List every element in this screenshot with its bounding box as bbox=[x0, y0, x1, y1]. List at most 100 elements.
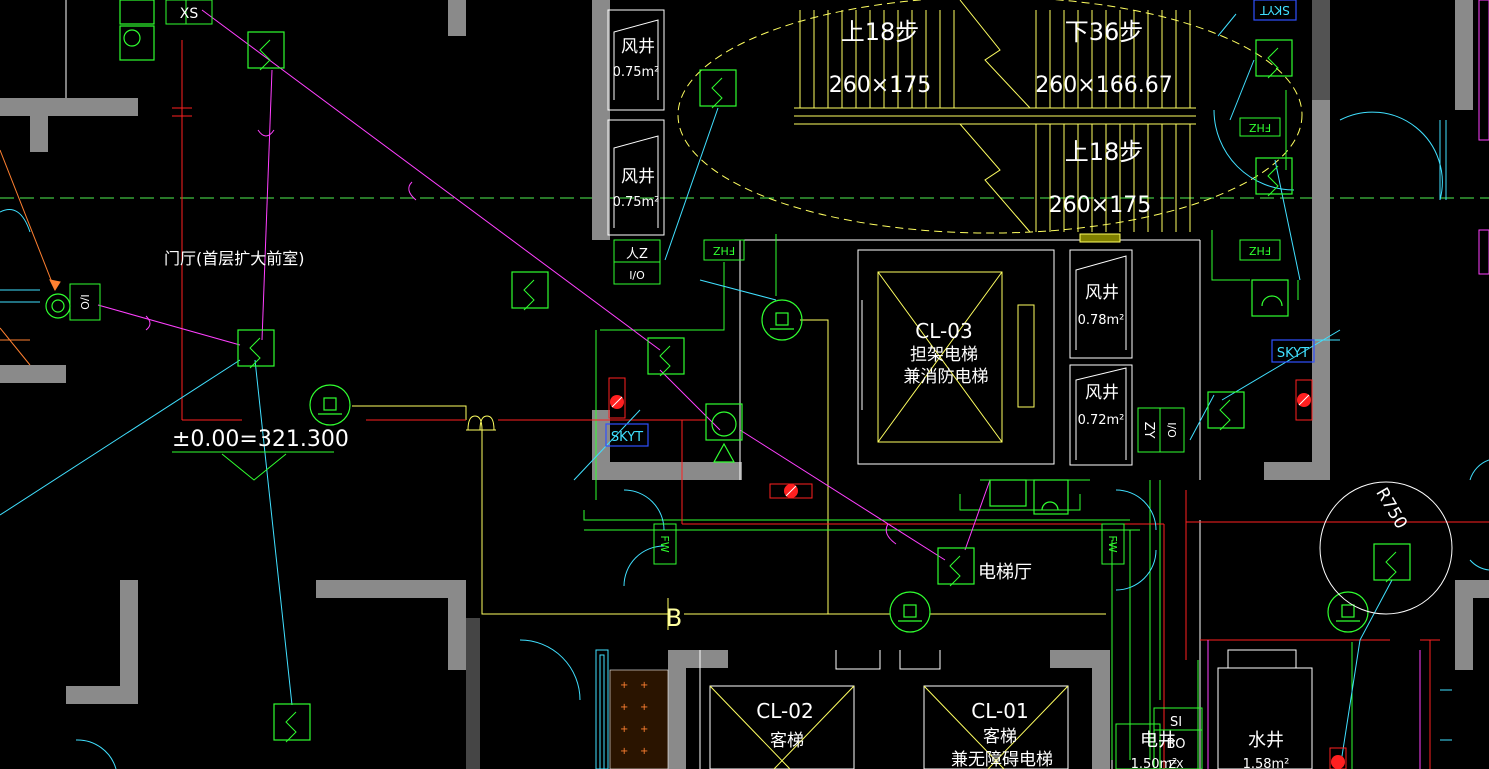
red-wiring bbox=[172, 40, 1489, 769]
yellow-wiring bbox=[352, 319, 1106, 630]
elev-cl01-desc1: 客梯 bbox=[983, 727, 1017, 747]
water-shaft-label: 水井 bbox=[1248, 730, 1284, 751]
shaft-3-area: 0.78m² bbox=[1078, 313, 1125, 328]
bell-icon bbox=[466, 415, 496, 431]
stair-up-1-dim: 260×175 bbox=[829, 73, 931, 98]
svg-text:+: + bbox=[620, 702, 628, 713]
detector-icon bbox=[273, 703, 311, 743]
shaft-4-label: 风井 bbox=[1085, 383, 1119, 403]
elev-cl01-desc2: 兼无障碍电梯 bbox=[951, 750, 1053, 769]
alarm-button-icon bbox=[1295, 379, 1313, 421]
alarm-button-icon bbox=[608, 377, 626, 419]
detector-icon bbox=[511, 271, 549, 311]
cyan-wiring bbox=[0, 13, 1489, 769]
skyt-right-label: SKYT bbox=[1277, 346, 1309, 361]
svg-text:+: + bbox=[620, 724, 628, 735]
speaker-icon bbox=[761, 299, 803, 341]
stair-down-label: 下36步 bbox=[1065, 18, 1144, 46]
svg-text:+: + bbox=[640, 702, 648, 713]
door-hall-label: 门厅(首层扩大前室) bbox=[164, 249, 305, 268]
fw-right-label: FW bbox=[1106, 535, 1119, 552]
shaft-2-area: 0.75m² bbox=[613, 195, 660, 210]
xs-label: XS bbox=[180, 6, 199, 22]
detector-icon bbox=[1255, 157, 1293, 197]
structure-lines bbox=[65, 0, 1313, 769]
svg-text:+: + bbox=[640, 680, 648, 691]
speaker-icon bbox=[119, 0, 155, 25]
elev-cl03-desc1: 担架电梯 bbox=[910, 345, 978, 365]
rz-label: 人Z bbox=[626, 247, 648, 262]
stair-down-dim: 260×166.67 bbox=[1035, 73, 1172, 98]
detector-icon bbox=[647, 337, 685, 377]
svg-text:+: + bbox=[640, 746, 648, 757]
elevator-hall-label: 电梯厅 bbox=[978, 562, 1032, 583]
bo-label: BO bbox=[1167, 737, 1186, 752]
fhz-mid-label: FHZ bbox=[1248, 121, 1271, 134]
stair-up-2-dim: 260×175 bbox=[1049, 193, 1151, 218]
svg-text:+: + bbox=[640, 724, 648, 735]
green-wiring bbox=[185, 0, 1353, 769]
tag-boxes bbox=[69, 0, 1281, 769]
skyt-left-label: SKYT bbox=[611, 430, 643, 445]
shaft-3-label: 风井 bbox=[1085, 283, 1119, 303]
elev-cl03-desc2: 兼消防电梯 bbox=[904, 367, 989, 387]
fw-left-label: FW bbox=[658, 535, 671, 552]
shaft-1-label: 风井 bbox=[621, 37, 655, 57]
staircase bbox=[677, 0, 1303, 243]
r750-label: R750 bbox=[1371, 484, 1410, 532]
io-hall-label: I/O bbox=[78, 294, 91, 310]
elevator-cl03 bbox=[861, 271, 1035, 443]
detector-icon bbox=[1373, 543, 1411, 583]
elev-cl02-desc: 客梯 bbox=[770, 731, 804, 751]
shaft-marks bbox=[613, 19, 1127, 460]
elec-area-label: 1.50m² bbox=[1131, 757, 1178, 769]
alarm-button-icon bbox=[1329, 747, 1347, 769]
detector-icon bbox=[237, 329, 275, 369]
fhz-top-label: FHZ bbox=[712, 244, 735, 257]
skyt-top-label: SKYT bbox=[1259, 3, 1289, 17]
speaker-icon bbox=[989, 479, 1027, 507]
zx-label: ZX bbox=[1168, 758, 1184, 769]
detector-icon bbox=[1207, 391, 1245, 431]
magenta-wiring bbox=[97, 0, 1489, 769]
detector-icon bbox=[699, 69, 737, 109]
fhz-bottom-label: FHZ bbox=[1248, 244, 1271, 257]
elevator-cl01 bbox=[923, 685, 1069, 769]
shaft-1-area: 0.75m² bbox=[613, 65, 660, 80]
stair-up-2-label: 上18步 bbox=[1065, 138, 1144, 166]
detector-icon bbox=[937, 547, 975, 587]
water-area-label: 1.58m² bbox=[1243, 757, 1290, 769]
detector-icon bbox=[1255, 39, 1293, 79]
speaker-icon bbox=[309, 384, 351, 426]
elev-cl01-label: CL-01 bbox=[971, 699, 1028, 723]
speakers bbox=[45, 0, 1369, 633]
patterned-floor: + + + + + + + + bbox=[609, 669, 669, 769]
stair-up-1-label: 上18步 bbox=[841, 18, 920, 46]
svg-text:+: + bbox=[620, 680, 628, 691]
elevation-label: ±0.00=321.300 bbox=[172, 427, 349, 452]
speaker-icon bbox=[705, 403, 743, 463]
speaker-icon bbox=[1327, 591, 1369, 633]
speaker-icon bbox=[119, 25, 155, 61]
zy-label: ZY bbox=[1141, 422, 1156, 439]
elec-shaft-label: 电井 bbox=[1140, 730, 1176, 751]
si-label: SI bbox=[1170, 715, 1182, 730]
elevation-marker bbox=[172, 451, 334, 481]
labels: XS 门厅(首层扩大前室) ±0.00=321.300 SKYT SKYT SK… bbox=[78, 3, 1411, 769]
elevator-cl02 bbox=[709, 685, 855, 769]
io-left-label: I/O bbox=[629, 269, 645, 282]
elev-cl02-label: CL-02 bbox=[756, 699, 813, 723]
fire-detectors bbox=[237, 31, 1411, 743]
shaft-2-label: 风井 bbox=[621, 167, 655, 187]
alarm-button-icon bbox=[769, 483, 813, 499]
alarm-buttons bbox=[608, 377, 1347, 769]
skyt-boxes bbox=[605, 0, 1315, 447]
speaker-icon bbox=[45, 293, 71, 319]
b-mark-label: B bbox=[666, 604, 682, 632]
orange-stairs bbox=[0, 149, 61, 366]
shaft-4-area: 0.72m² bbox=[1078, 413, 1125, 428]
svg-text:+: + bbox=[620, 746, 628, 757]
speaker-icon bbox=[889, 591, 931, 633]
